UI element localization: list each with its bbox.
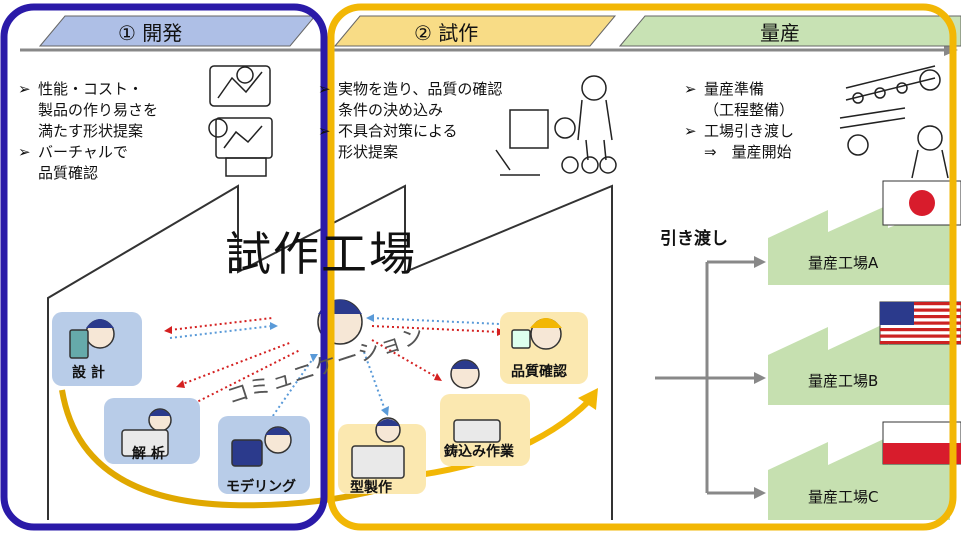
- handover-label: 引き渡し: [660, 229, 728, 249]
- bullet-arrow-icon: ➢: [18, 143, 31, 161]
- character-helmet: [530, 318, 562, 328]
- flag-poland: [882, 421, 961, 465]
- role-label-mold: 型製作: [350, 480, 392, 496]
- dev-phase-outline: [0, 3, 328, 531]
- illustration-mass: [839, 65, 949, 179]
- proto-bullets: ➢ 実物を造り、品質の確認 条件の決め込み ➢ 不具合対策による 形状提案: [318, 79, 502, 163]
- role-label-quality: 品質確認: [511, 364, 567, 380]
- plant-label-a: 量産工場A: [808, 254, 879, 272]
- phase-name: 試作: [438, 21, 479, 45]
- role-label-casting: 鋳込み作業: [444, 444, 514, 460]
- flow-arc-head: [578, 388, 598, 410]
- arrowheads-blue: [270, 314, 389, 416]
- phase-band-proto: [333, 15, 617, 47]
- dev-bullet-text: 満たす形状提案: [38, 122, 144, 140]
- proto-bullet-text: 実物を造り、品質の確認: [338, 80, 503, 98]
- dev-bullet-text: 製品の作り易さを: [38, 101, 159, 119]
- phase-number: ②: [414, 21, 432, 45]
- flow-arc-dev: [59, 389, 421, 509]
- dev-bullet-text: 品質確認: [38, 164, 99, 182]
- phase-label-proto: ② 試作: [414, 17, 478, 46]
- equipment-sketches: [69, 329, 531, 479]
- mass-bullet-text: （工程整備）: [704, 101, 795, 119]
- dev-bullet-text: バーチャルで: [38, 143, 128, 161]
- bullet-arrow-icon: ➢: [684, 122, 697, 140]
- illustration-dev: [208, 65, 273, 177]
- proto-bullet-text: 形状提案: [338, 143, 399, 161]
- proto-bullet-text: 条件の決め込み: [338, 101, 444, 119]
- phase-label-dev: ① 開発: [118, 17, 182, 46]
- proto-bullet-text: 不具合対策による: [338, 122, 458, 140]
- role-label-modeling: モデリング: [226, 479, 296, 495]
- bullet-arrow-icon: ➢: [684, 80, 697, 98]
- phase-name: 開発: [142, 21, 183, 45]
- factory-title: 試作工場: [225, 227, 417, 281]
- plant-label-c: 量産工場C: [808, 488, 879, 506]
- plant-label-b: 量産工場B: [808, 372, 879, 390]
- phase-number: ①: [118, 21, 136, 45]
- mass-bullet-text: 工場引き渡し: [704, 122, 795, 140]
- proto-phase-outline: [327, 3, 957, 531]
- bullet-arrow-icon: ➢: [18, 80, 31, 98]
- dev-bullets: ➢ 性能・コスト・ 製品の作り易さを 満たす形状提案 ➢ バーチャルで 品質確認: [18, 79, 158, 184]
- flag-japan: [882, 180, 961, 226]
- phase-name: 量産: [760, 21, 800, 45]
- dev-bullet-text: 性能・コスト・: [38, 80, 144, 98]
- communication-arrows: [169, 317, 501, 421]
- bullet-arrow-icon: ➢: [318, 122, 331, 140]
- phase-band-mass: [618, 15, 961, 47]
- mass-bullet-text: ⇒ 量産開始: [704, 143, 792, 161]
- handover-connectors: [655, 260, 758, 495]
- phase-label-mass: 量産: [760, 17, 800, 46]
- role-label-design: 設 計: [72, 365, 105, 381]
- mass-bullets: ➢ 量産準備 （工程整備） ➢ 工場引き渡し ⇒ 量産開始: [684, 79, 794, 163]
- role-label-analysis: 解 析: [132, 446, 165, 462]
- bullet-arrow-icon: ➢: [318, 80, 331, 98]
- mass-bullet-text: 量産準備: [704, 80, 765, 98]
- handover-arrowheads: [754, 256, 766, 499]
- illustration-proto: [495, 75, 617, 176]
- flag-usa: [879, 301, 961, 345]
